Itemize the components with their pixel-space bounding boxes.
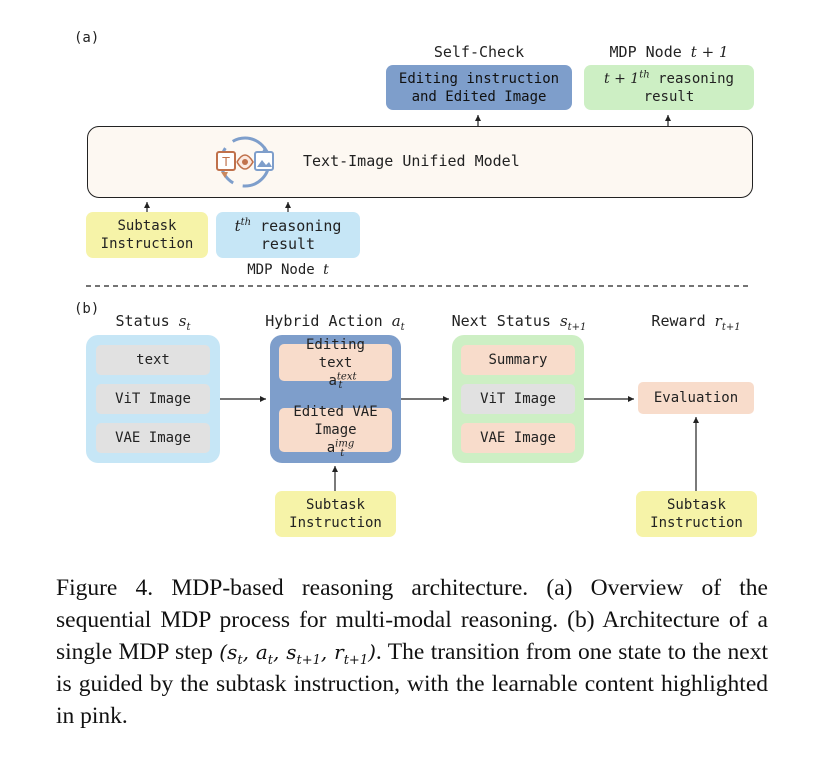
action-edit-sub: t: [338, 380, 343, 392]
next-reasoning-box: t + 1th reasoning result: [584, 65, 754, 110]
self-check-title: Self-Check: [433, 43, 525, 61]
next-reasoning-line-1: t + 1th reasoning: [604, 68, 734, 88]
caption-part-1: Figure 4. MDP-based reasoning architectu…: [56, 575, 768, 665]
action-edit-line-1: Editing: [305, 336, 365, 353]
status-item-vit: ViT Image: [96, 384, 210, 414]
next-status-title: Next Status st+1: [430, 312, 608, 333]
status-title: Status st: [86, 312, 220, 333]
subtask-a-line-2: Instruction: [100, 236, 194, 252]
subtask-instruction-box-a: Subtask Instruction: [86, 212, 208, 258]
status-sub: t: [186, 322, 191, 333]
unified-model-logo-icon: T: [216, 136, 274, 188]
reasoning-line-1: tth reasoning: [235, 217, 342, 235]
next-item-vae: VAE Image: [461, 423, 575, 453]
next-node-var: t + 1: [690, 43, 729, 61]
figure-caption: Figure 4. MDP-based reasoning architectu…: [56, 572, 768, 732]
status-item-text: text: [96, 345, 210, 375]
reward-title: Reward rt+1: [634, 312, 758, 333]
action-edit-sup: text: [336, 370, 357, 382]
next-status-title-text: Next Status: [451, 312, 560, 330]
action-vae-line-2: Image aimgt: [301, 421, 369, 459]
action-vae-word: Image a: [314, 422, 357, 456]
unified-model-box: [87, 126, 753, 198]
action-vae-sub: t: [340, 447, 345, 459]
caption-math-close: ): [368, 640, 376, 664]
action-edit-line-2: text atextt: [307, 354, 363, 392]
next-item-summary: Summary: [461, 345, 575, 375]
caption-part-2: . The transition from one state to the n…: [56, 639, 768, 729]
action-var: a: [391, 312, 401, 330]
subtask-reward-line-2: Instruction: [650, 515, 743, 531]
subtask-a-line-1: Subtask: [117, 218, 177, 234]
action-edited-vae-box: Edited VAE Image aimgt: [279, 404, 392, 458]
reward-var: r: [714, 312, 722, 330]
reasoning-result-box: tth reasoning result: [216, 212, 360, 258]
mdp-node-text: MDP Node: [247, 262, 324, 278]
self-check-box: Editing instruction and Edited Image: [386, 65, 572, 110]
caption-math-r: , r: [320, 640, 344, 664]
next-reasoning-var: t + 1: [604, 70, 640, 87]
caption-math-sub-4: t+1: [343, 653, 369, 668]
action-title: Hybrid Action at: [250, 312, 420, 333]
next-node-title: MDP Node t + 1: [584, 43, 754, 61]
status-var: s: [178, 312, 187, 330]
reward-sub: t+1: [721, 322, 741, 333]
subtask-instruction-box-reward: Subtask Instruction: [636, 491, 757, 537]
subtask-action-line-1: Subtask: [305, 497, 365, 513]
svg-text:T: T: [221, 155, 230, 169]
caption-math-a: , a: [242, 640, 268, 664]
reasoning-word: reasoning: [251, 217, 342, 235]
next-item-vit: ViT Image: [461, 384, 575, 414]
mdp-node-label: MDP Node t: [216, 262, 360, 278]
action-edit-word: text a: [318, 354, 353, 389]
reasoning-var: t: [234, 217, 241, 235]
reward-title-text: Reward: [651, 312, 715, 330]
reasoning-line-2: result: [260, 235, 316, 253]
unified-model-label: Text-Image Unified Model: [303, 152, 520, 170]
action-editing-text-box: Editing text atextt: [279, 337, 392, 391]
next-status-sub: t+1: [567, 322, 587, 333]
next-node-title-text: MDP Node: [609, 43, 691, 61]
next-reasoning-word: reasoning: [649, 70, 734, 87]
status-title-text: Status: [115, 312, 179, 330]
caption-math-open: (s: [219, 640, 238, 664]
evaluation-box: Evaluation: [638, 382, 754, 414]
action-vae-sup: img: [335, 438, 355, 450]
action-title-text: Hybrid Action: [265, 312, 392, 330]
action-vae-line-1: Edited VAE: [293, 404, 378, 420]
next-reasoning-sup: th: [639, 68, 650, 80]
next-status-var: s: [559, 312, 568, 330]
reasoning-sup: th: [240, 217, 252, 228]
caption-math-sub-3: t+1: [296, 653, 321, 668]
caption-math-sub-1: t: [237, 653, 243, 668]
caption-math-sub-2: t: [267, 653, 273, 668]
subtask-instruction-box-action: Subtask Instruction: [275, 491, 396, 537]
self-check-line-2: and Edited Image: [411, 88, 547, 105]
panel-b-label: (b): [74, 301, 100, 317]
caption-math: (st, at, st+1, rt+1): [219, 640, 376, 667]
subtask-reward-line-1: Subtask: [666, 497, 726, 513]
self-check-line-1: Editing instruction: [398, 70, 560, 87]
next-reasoning-line-2: result: [643, 88, 695, 105]
subtask-action-line-2: Instruction: [289, 515, 382, 531]
mdp-node-var: t: [323, 262, 329, 278]
action-sub: t: [400, 322, 405, 333]
caption-math-s: , s: [272, 640, 297, 664]
panel-a-label: (a): [74, 30, 100, 46]
status-item-vae: VAE Image: [96, 423, 210, 453]
